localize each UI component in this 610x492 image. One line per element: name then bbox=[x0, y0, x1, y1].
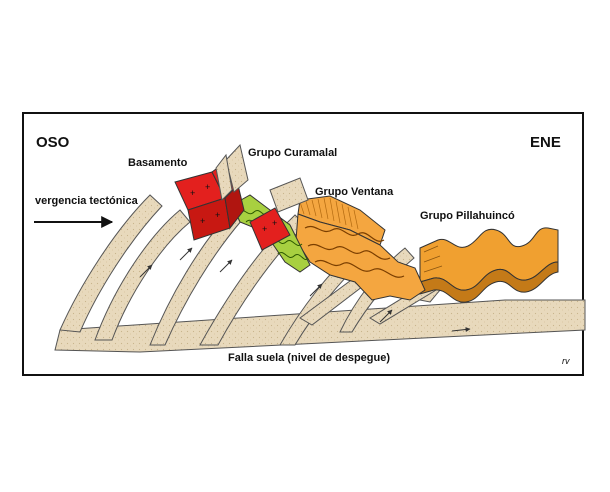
vergence-label: vergencia tectónica bbox=[35, 195, 138, 207]
small-arrow-icon bbox=[379, 309, 393, 323]
plus-icon: + bbox=[190, 188, 195, 198]
signature: rv bbox=[562, 356, 570, 366]
small-arrow-icon bbox=[451, 327, 471, 332]
pillahuinco-label: Grupo Pillahuincó bbox=[420, 210, 515, 222]
plus-icon: + bbox=[262, 224, 267, 234]
small-arrow-icon bbox=[139, 264, 153, 278]
small-arrow-icon bbox=[309, 283, 323, 297]
small-arrow-icon bbox=[219, 259, 233, 273]
top-slabs bbox=[215, 143, 309, 213]
thrust-sheet bbox=[59, 194, 163, 333]
slip-arrows bbox=[139, 247, 471, 332]
plus-icon: + bbox=[205, 182, 210, 192]
direction-east: ENE bbox=[530, 134, 561, 151]
basement-label: Basamento bbox=[128, 157, 188, 169]
direction-west: OSO bbox=[36, 134, 70, 151]
plus-icon: + bbox=[272, 218, 277, 228]
plus-icon: + bbox=[200, 216, 205, 226]
ventana-label: Grupo Ventana bbox=[315, 186, 394, 198]
pillahuinco-block bbox=[419, 227, 559, 303]
detachment-slab bbox=[54, 299, 586, 353]
detachment-label: Falla suela (nivel de despegue) bbox=[228, 352, 390, 364]
small-arrow-icon bbox=[179, 247, 193, 261]
plus-icon: + bbox=[215, 210, 220, 220]
curamalal-label: Grupo Curamalal bbox=[248, 147, 338, 159]
ventana-block bbox=[295, 195, 426, 301]
